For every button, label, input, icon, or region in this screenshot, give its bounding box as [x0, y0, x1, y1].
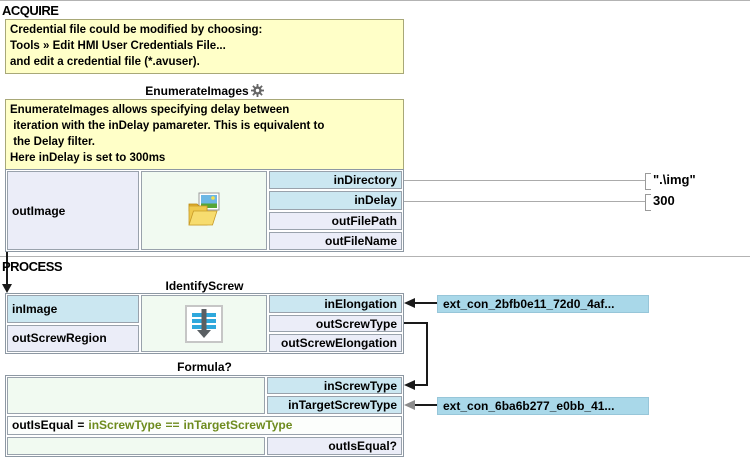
comment-box-enumerate-images[interactable]: EnumerateImages allows specifying delay … [5, 99, 404, 170]
filter-title-label: IdentifyScrew [165, 279, 244, 293]
port-label: outScrewType [315, 316, 397, 331]
port-in-target-screw-type[interactable]: inTargetScrewType [267, 396, 402, 414]
port-in-screw-type[interactable]: inScrewType [267, 377, 402, 395]
port-label: inTargetScrewType [288, 398, 397, 413]
port-out-image[interactable]: outImage [7, 171, 139, 250]
connection-line-screw-type-a [404, 322, 428, 324]
filter-block-identify-screw[interactable]: inImage outScrewRegion [5, 293, 404, 354]
port-out-screw-region[interactable]: outScrewRegion [7, 324, 139, 352]
formula-input-variable: inTargetScrewType [183, 418, 293, 433]
value-in-delay[interactable]: 300 [653, 193, 675, 208]
comment-line: Here inDelay is set to 300ms [10, 152, 166, 164]
port-label: inElongation [324, 296, 397, 311]
filter-title-formula[interactable]: Formula? [5, 360, 404, 374]
port-label: outImage [12, 203, 66, 218]
filter-title-identify-screw[interactable]: IdentifyScrew [5, 279, 404, 293]
connection-line-in-elongation [414, 302, 438, 304]
flow-arrow-down-icon [2, 284, 12, 293]
port-label: inScrewType [323, 378, 397, 393]
formula-output-variable: outIsEqual [12, 418, 74, 433]
section-label-acquire: ACQUIRE [2, 3, 59, 18]
value-in-directory[interactable]: ".\img" [653, 172, 696, 187]
comment-line: iteration with the inDelay pamareter. Th… [10, 120, 325, 132]
section-label-process: PROCESS [2, 259, 63, 274]
value-terminal [645, 173, 651, 190]
filter-title-label: Formula? [177, 360, 232, 374]
comment-line: and edit a credential file (*.avuser). [10, 56, 200, 68]
port-out-screw-type[interactable]: outScrewType [269, 314, 402, 333]
section-divider-top [0, 0, 750, 1]
connection-arrow-left-icon [404, 380, 415, 390]
port-in-delay[interactable]: inDelay [269, 191, 402, 210]
external-connection-target-screw-type[interactable]: ext_con_6ba6b277_e0bb_41... [437, 397, 649, 415]
port-label: outFileName [324, 233, 397, 248]
filter-title-enumerate-images[interactable]: EnumerateImages [5, 84, 404, 98]
comment-box-credentials[interactable]: Credential file could be modified by cho… [5, 19, 404, 74]
port-out-screw-elongation[interactable]: outScrewElongation [269, 334, 402, 353]
port-label: inDirectory [333, 173, 397, 188]
connection-line-screw-type-c [414, 384, 428, 386]
section-divider-process [0, 256, 750, 257]
comment-line: the Delay filter. [10, 136, 96, 148]
gear-icon[interactable] [250, 84, 264, 97]
connection-arrow-left-gray-icon [404, 400, 415, 410]
port-out-file-path[interactable]: outFilePath [269, 211, 402, 230]
port-label: inImage [12, 301, 58, 316]
port-out-file-name[interactable]: outFileName [269, 231, 402, 250]
port-label: outScrewElongation [280, 336, 397, 351]
connection-line-screw-type-b [426, 322, 428, 386]
port-label: outScrewRegion [12, 331, 107, 346]
macrofilter-steps-icon [185, 304, 223, 343]
port-label: outIsEqual? [328, 438, 397, 453]
filter-icon-cell[interactable] [141, 295, 267, 352]
filter-icon-cell[interactable] [141, 171, 267, 250]
formula-input-variable: inScrewType [88, 418, 162, 433]
formula-empty-cell [7, 436, 265, 455]
port-in-elongation[interactable]: inElongation [269, 295, 402, 313]
formula-equality-operator: == [165, 418, 180, 433]
formula-expression[interactable]: outIsEqual = inScrewType == inTargetScre… [7, 415, 402, 435]
filter-block-enumerate-images[interactable]: outImage inDirectory inDela [5, 169, 404, 252]
comment-line: EnumerateImages allows specifying delay … [10, 104, 290, 116]
formula-empty-cell [7, 377, 265, 414]
port-in-image[interactable]: inImage [7, 295, 139, 323]
port-in-directory[interactable]: inDirectory [269, 171, 402, 190]
flow-connector-line [6, 252, 8, 285]
value-terminal [645, 194, 651, 211]
connection-line-in-target-screw-type [414, 404, 438, 406]
formula-assign-operator: = [77, 418, 85, 433]
connection-arrow-left-icon [404, 298, 415, 308]
port-out-is-equal[interactable]: outIsEqual? [267, 436, 402, 455]
external-connection-elongation[interactable]: ext_con_2bfb0e11_72d0_4af... [437, 295, 649, 313]
port-label: inDelay [354, 193, 397, 208]
connection-line-in-delay [404, 201, 645, 202]
filter-block-formula[interactable]: inScrewType inTargetScrewType outIsEqual… [5, 375, 404, 457]
folder-images-icon [188, 192, 220, 225]
comment-line: Tools » Edit HMI User Credentials File..… [10, 40, 226, 52]
filter-title-label: EnumerateImages [145, 84, 249, 98]
port-label: outFilePath [331, 213, 397, 228]
comment-line: Credential file could be modified by cho… [10, 24, 263, 36]
connection-line-in-directory [404, 180, 645, 181]
